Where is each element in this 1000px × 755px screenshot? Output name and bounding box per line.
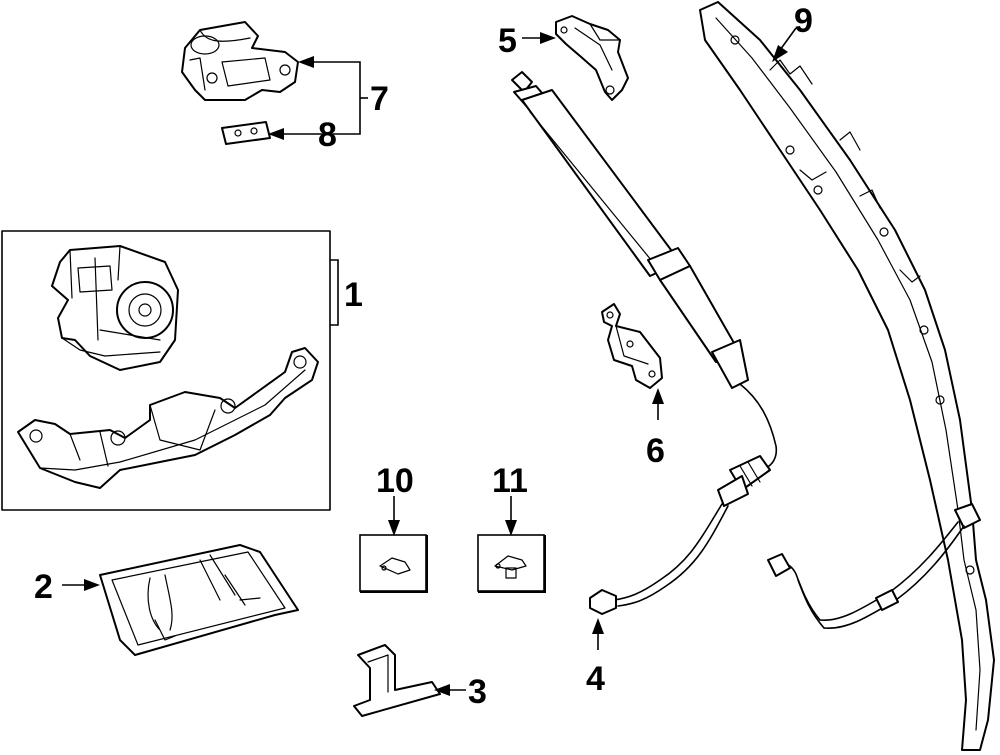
part-11-leader <box>505 496 517 536</box>
part-9-leader <box>772 27 797 62</box>
part-11-switch <box>477 534 546 593</box>
part-6-bracket <box>601 303 663 389</box>
callout-11: 11 <box>492 462 528 500</box>
part-8-plate <box>221 121 271 145</box>
callout-9: 9 <box>794 2 813 40</box>
callout-7: 7 <box>370 80 389 118</box>
part-2-leader <box>62 579 100 591</box>
leader-7-8 <box>268 56 368 140</box>
part-4-leader <box>592 618 604 650</box>
part-10-leader <box>388 496 400 536</box>
part-6-leader <box>652 388 664 420</box>
part-3-leader <box>434 684 466 696</box>
callout-6: 6 <box>646 432 665 470</box>
callout-10: 10 <box>376 462 414 500</box>
part-1-frame <box>1 230 331 511</box>
part-10-switch <box>359 534 428 593</box>
part-9-rail <box>699 1 995 751</box>
part-1-leader <box>330 259 339 326</box>
callout-1: 1 <box>344 276 363 314</box>
part-1-motor <box>51 245 179 371</box>
callout-8: 8 <box>318 116 337 154</box>
callout-4: 4 <box>586 660 605 698</box>
callout-5: 5 <box>498 22 517 60</box>
part-5-bracket <box>555 15 629 101</box>
part-2-label <box>99 544 299 656</box>
callout-3: 3 <box>468 673 487 711</box>
part-5-leader <box>522 32 556 44</box>
part-3-clip <box>353 644 441 717</box>
part-4-strut <box>511 71 778 615</box>
part-1-bracket <box>17 347 319 489</box>
callout-2: 2 <box>34 568 53 606</box>
part-7-bracket <box>181 21 299 101</box>
